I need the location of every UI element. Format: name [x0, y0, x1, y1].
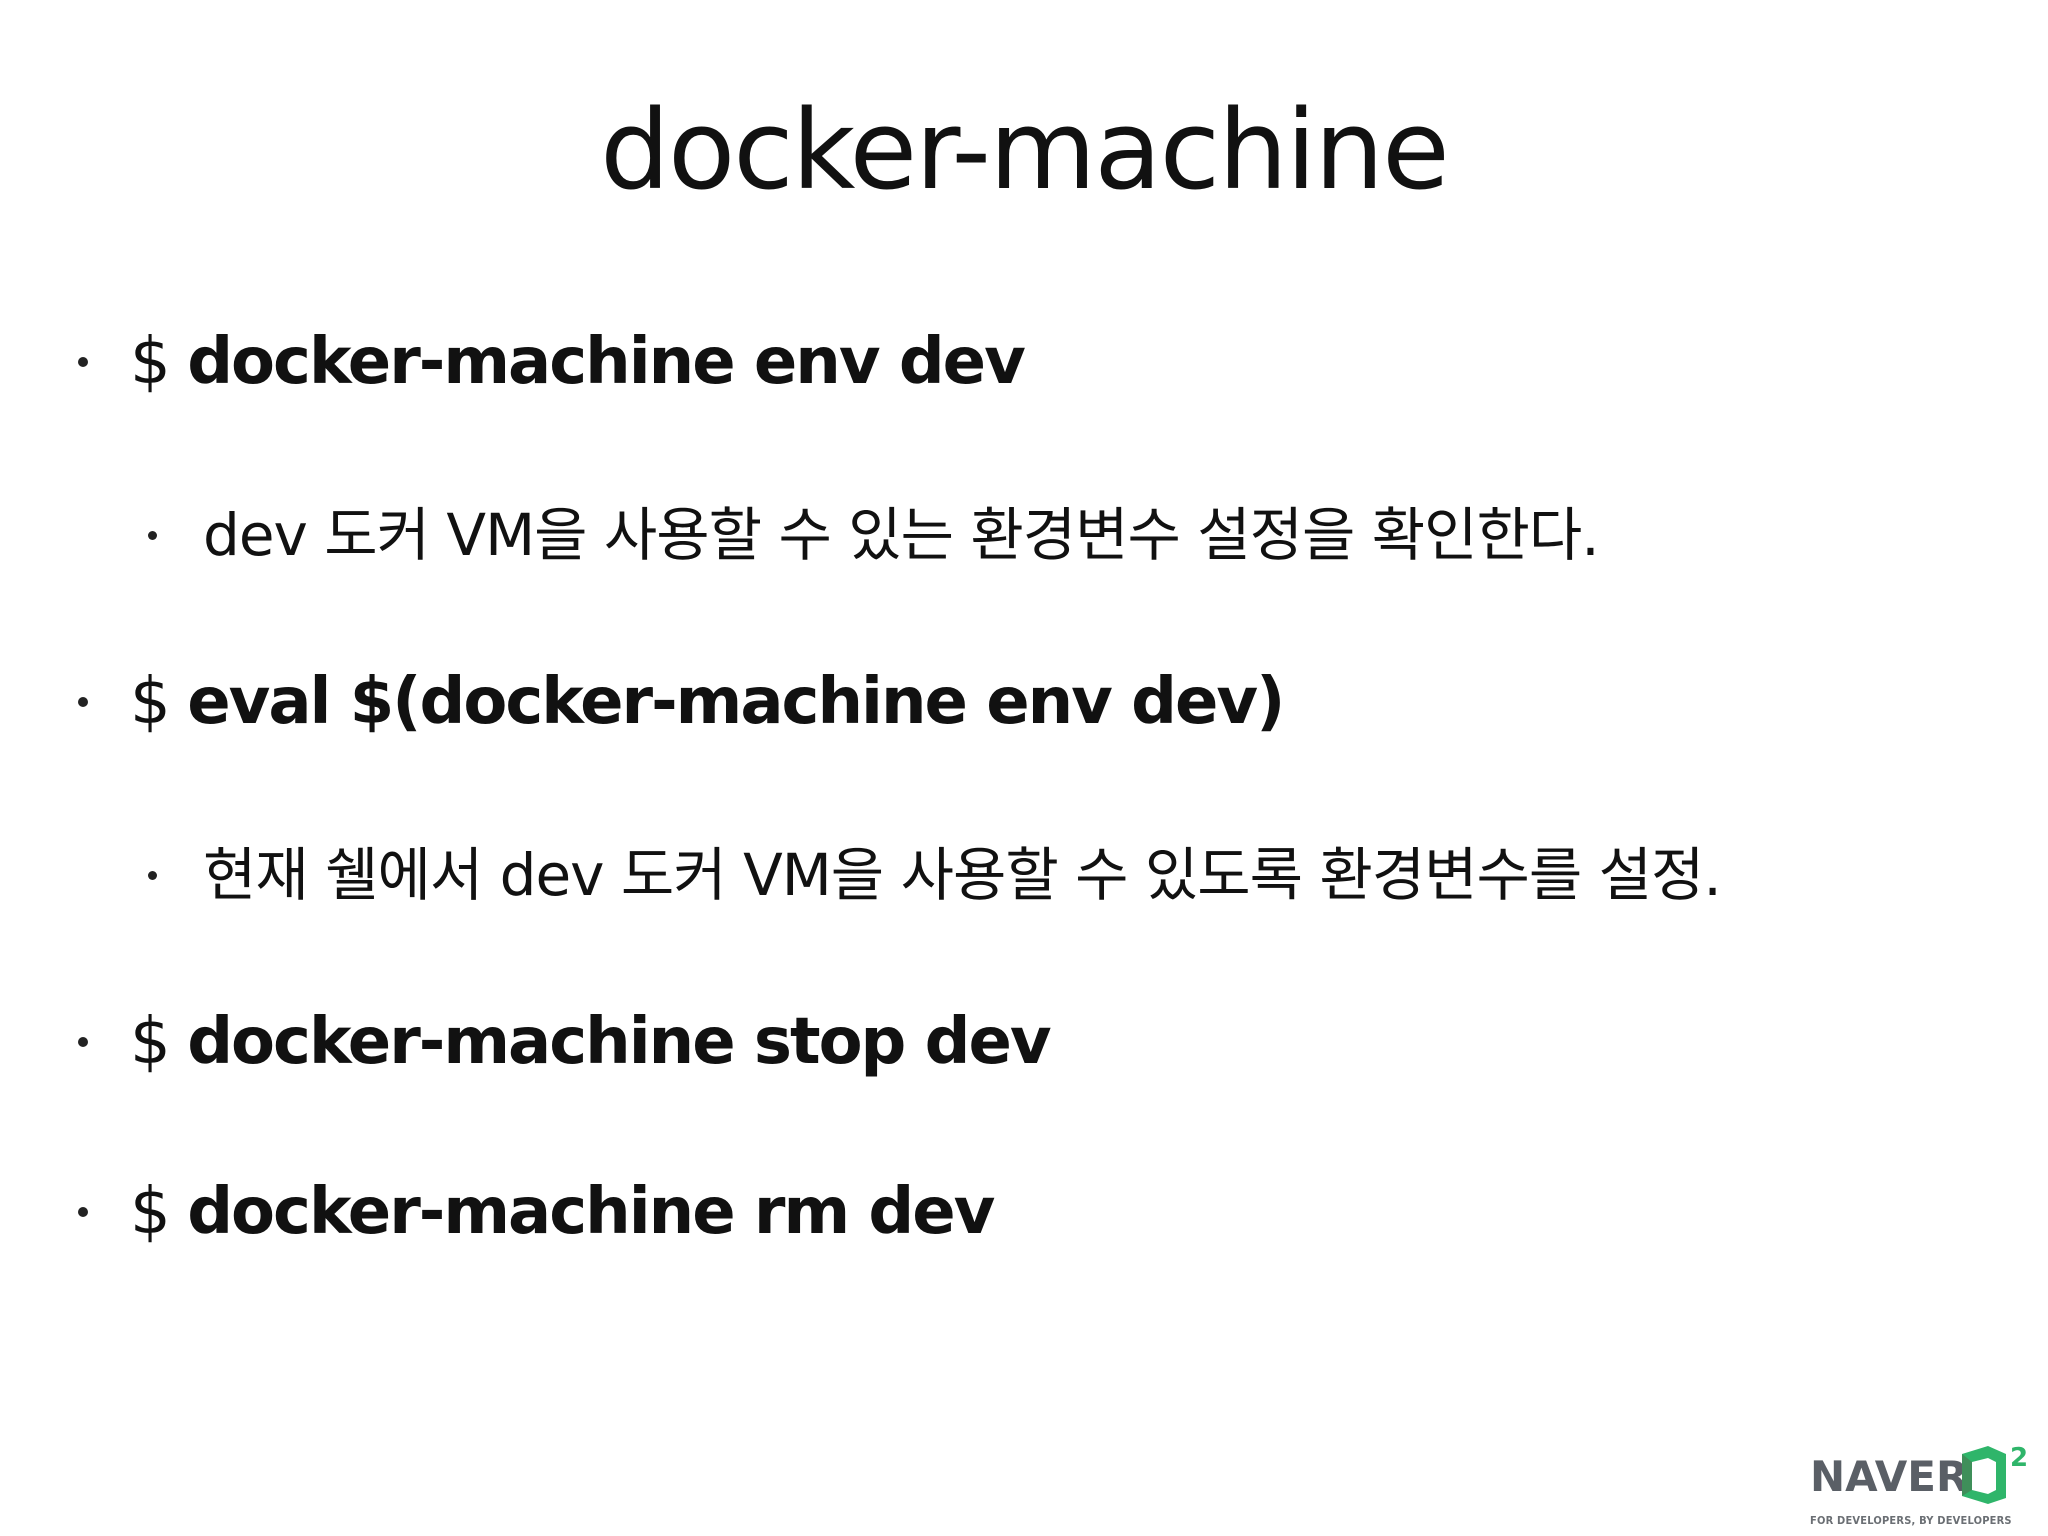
- command-line: $docker-machine env dev: [130, 330, 1026, 394]
- bullet-dot-icon: [78, 697, 88, 707]
- command-text: eval $(docker-machine env dev): [187, 665, 1285, 739]
- bullet-command-stop: $docker-machine stop dev: [78, 1010, 1052, 1074]
- logo-tagline: FOR DEVELOPERS, BY DEVELOPERS: [1810, 1514, 2012, 1527]
- bullet-command-eval: $eval $(docker-machine env dev): [78, 670, 1285, 734]
- bullet-dot-icon: [148, 530, 157, 540]
- shell-prompt: $: [130, 325, 171, 399]
- shell-prompt: $: [130, 1005, 171, 1079]
- sub-bullet-env-description: dev 도커 VM을 사용할 수 있는 환경변수 설정을 확인한다.: [148, 501, 1600, 569]
- command-line: $docker-machine rm dev: [130, 1180, 995, 1244]
- description-text: dev 도커 VM을 사용할 수 있는 환경변수 설정을 확인한다.: [203, 501, 1600, 569]
- command-line: $docker-machine stop dev: [130, 1010, 1052, 1074]
- shell-prompt: $: [130, 665, 171, 739]
- naver-d2-logo: NAVER 2 FOR DEVELOPERS, BY DEVELOPERS: [1810, 1412, 2040, 1527]
- bullet-dot-icon: [78, 1207, 88, 1217]
- bullet-dot-icon: [78, 1037, 88, 1047]
- bullet-dot-icon: [148, 870, 157, 880]
- command-text: docker-machine rm dev: [187, 1175, 995, 1249]
- d2-logo-icon: 2: [1962, 1443, 2028, 1504]
- command-text: docker-machine stop dev: [187, 1005, 1051, 1079]
- description-text: 현재 쉘에서 dev 도커 VM을 사용할 수 있도록 환경변수를 설정.: [203, 841, 1722, 909]
- bullet-dot-icon: [78, 357, 88, 367]
- bullet-command-env: $docker-machine env dev: [78, 330, 1026, 394]
- command-text: docker-machine env dev: [187, 325, 1026, 399]
- logo-wordmark: NAVER: [1810, 1452, 1969, 1501]
- bullet-command-rm: $docker-machine rm dev: [78, 1180, 995, 1244]
- logo-mark-superscript: 2: [2010, 1443, 2028, 1473]
- shell-prompt: $: [130, 1175, 171, 1249]
- sub-bullet-eval-description: 현재 쉘에서 dev 도커 VM을 사용할 수 있도록 환경변수를 설정.: [148, 841, 1722, 909]
- slide-title: docker-machine: [600, 86, 1450, 214]
- command-line: $eval $(docker-machine env dev): [130, 670, 1285, 734]
